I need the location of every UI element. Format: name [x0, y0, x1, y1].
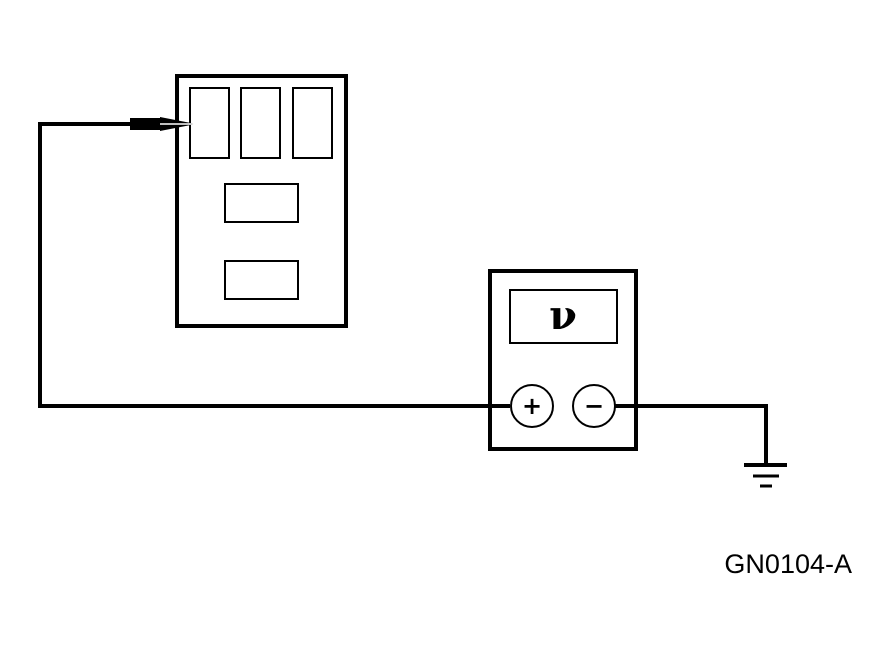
- ground-icon: [744, 463, 787, 488]
- module-housing: [175, 74, 348, 328]
- module-socket-4: [224, 183, 299, 223]
- module-socket-3: [292, 87, 333, 159]
- multimeter-display: [509, 289, 618, 344]
- module-socket-5: [224, 260, 299, 300]
- positive-terminal: [510, 384, 554, 428]
- module-socket-1: [189, 87, 230, 159]
- ground-lead-wire: [615, 404, 768, 464]
- negative-terminal-label: −: [584, 392, 604, 420]
- test-lead-wire: [38, 122, 510, 408]
- multimeter: ν + −: [488, 269, 638, 451]
- positive-terminal-label: +: [522, 392, 542, 420]
- module-block: [175, 74, 348, 328]
- figure-id-label: GN0104-A: [724, 549, 852, 579]
- meter-display-symbol: ν: [549, 292, 577, 339]
- module-socket-2: [240, 87, 281, 159]
- multimeter-body: [488, 269, 638, 451]
- probe-tip-icon: [130, 117, 196, 131]
